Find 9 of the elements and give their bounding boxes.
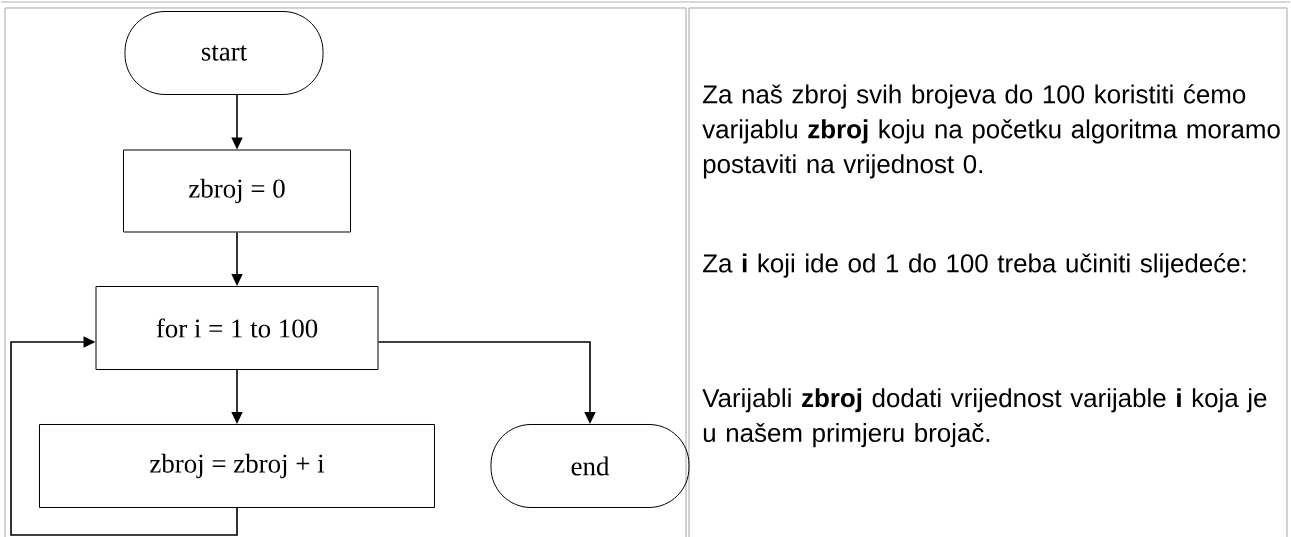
process-box: zbroj = zbroj + i xyxy=(39,424,435,508)
paragraph: Varijabli zbroj dodati vrijednost varijable i koja je u našem primjeru brojač. xyxy=(702,388,1267,448)
terminal-box: start xyxy=(124,11,324,95)
terminal-box: end xyxy=(490,424,690,508)
process-box: zbroj = 0 xyxy=(123,149,351,233)
paragraph: Za i koji ide od 1 do 100 treba učiniti slijedeće: xyxy=(703,253,1246,278)
arrow xyxy=(10,336,238,536)
process-box: for i = 1 to 100 xyxy=(95,286,379,370)
paragraph: Za naš zbroj svih brojeva do 100 koristiti ćemo varijablu zbroj koju na početku algoritma moramo postaviti na vrijednost 0. xyxy=(702,84,1280,179)
